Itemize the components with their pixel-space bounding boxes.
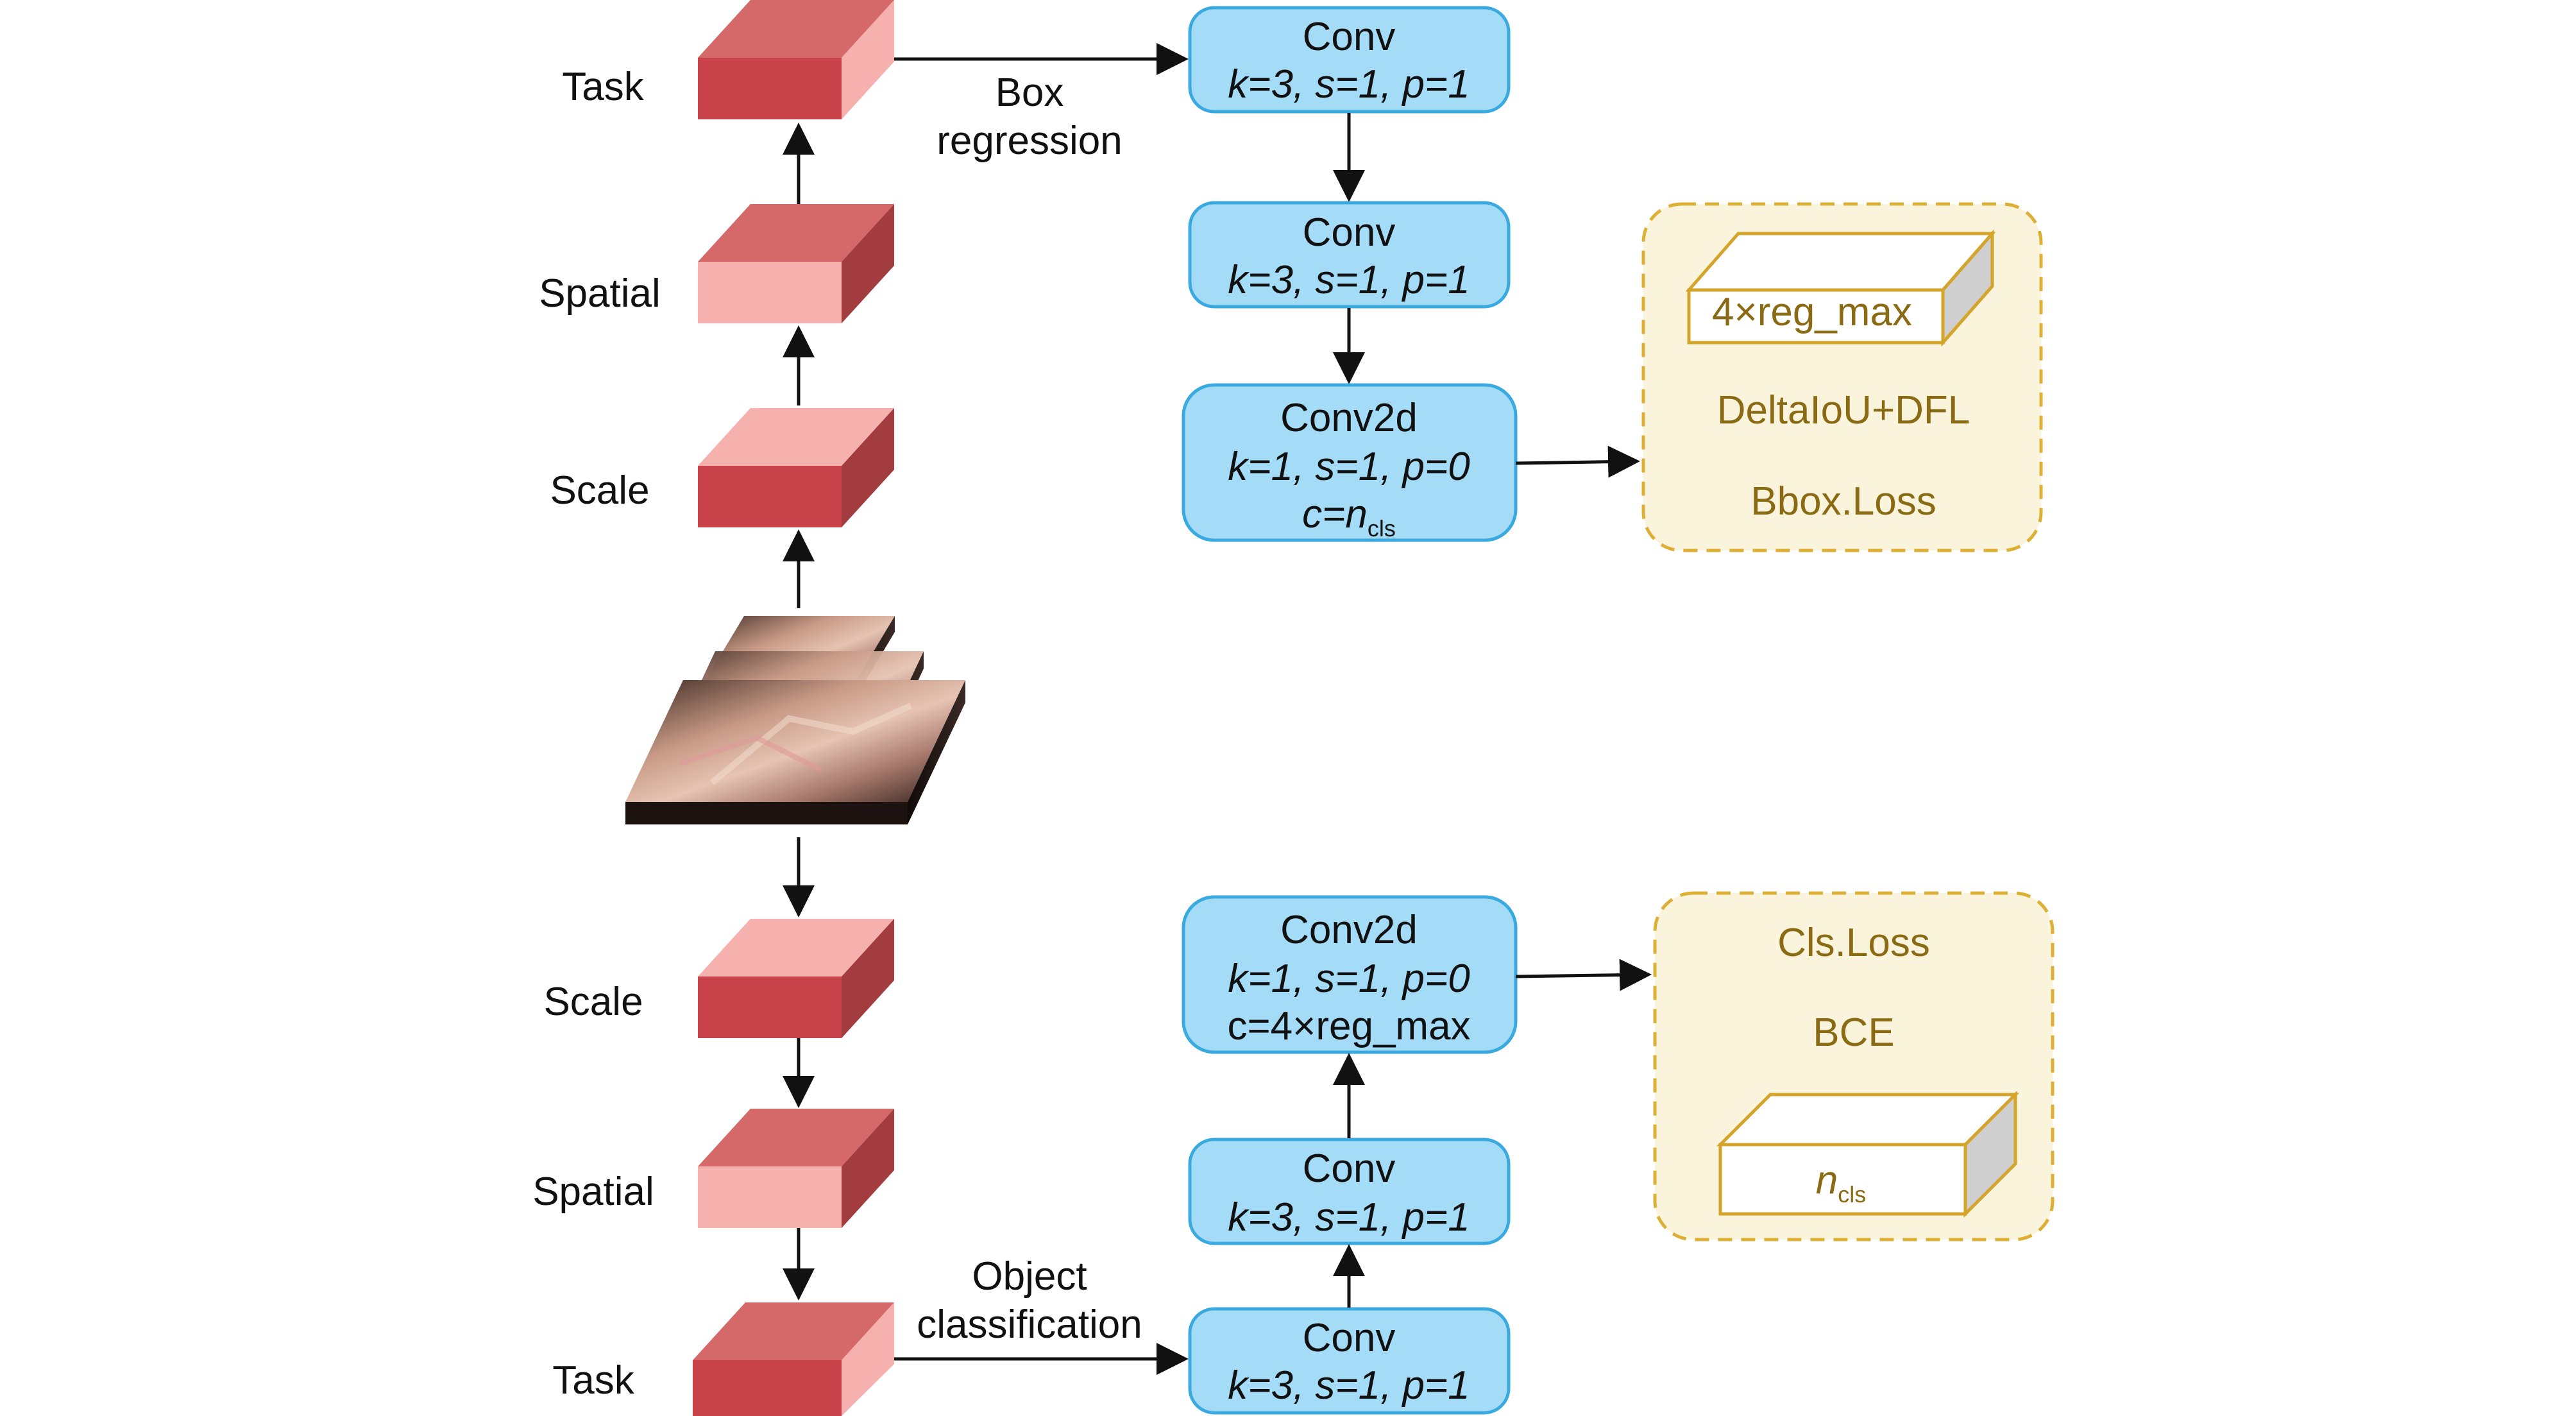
conv-top-2-title: Conv xyxy=(1303,210,1396,255)
cls-loss-title: Cls.Loss xyxy=(1777,921,1930,965)
cls-feature-3d-box xyxy=(1716,1090,2020,1218)
top-task-block xyxy=(698,0,894,119)
conv2d-top-3: Conv2d k=1, s=1, p=0 c=ncls xyxy=(1182,383,1518,542)
arrow-conv2d-to-cls-loss xyxy=(1515,959,1652,991)
feature-map-stack xyxy=(625,616,965,824)
top-scale-block-side xyxy=(842,408,894,527)
box-regression-label-line2: regression xyxy=(936,119,1122,163)
conv2d-top-3-extra: c=ncls xyxy=(1302,492,1396,542)
cls-loss-name: BCE xyxy=(1813,1011,1894,1055)
bottom-task-block-side xyxy=(842,1302,894,1416)
conv-top-1-title: Conv xyxy=(1303,15,1396,59)
bottom-spatial-block-side xyxy=(842,1109,894,1228)
bottom-spatial-block-top xyxy=(698,1109,894,1166)
top-scale-block xyxy=(698,408,894,527)
conv-bottom-2: Conv k=3, s=1, p=1 xyxy=(1188,1138,1511,1245)
conv-top-1: Conv k=3, s=1, p=1 xyxy=(1188,6,1511,114)
top-task-label: Task xyxy=(562,65,644,109)
conv-bottom-1-params: k=3, s=1, p=1 xyxy=(1228,1363,1470,1408)
top-spatial-block-top xyxy=(698,204,894,262)
conv2d-bottom-3-params: k=1, s=1, p=0 xyxy=(1228,957,1470,1001)
conv2d-top-3-params: k=1, s=1, p=0 xyxy=(1228,445,1470,489)
arrow-conv2d-to-bbox-loss xyxy=(1515,445,1640,478)
top-scale-block-top xyxy=(698,408,894,466)
bottom-task-block-top xyxy=(693,1302,894,1360)
bottom-scale-block-front xyxy=(698,977,842,1038)
object-classification-label-line1: Object xyxy=(972,1254,1087,1299)
top-scale-label: Scale xyxy=(550,468,649,513)
conv-top-2: Conv k=3, s=1, p=1 xyxy=(1188,201,1511,309)
bbox-loss-title: Bbox.Loss xyxy=(1750,479,1936,524)
top-spatial-block-side xyxy=(842,204,894,323)
top-spatial-block xyxy=(698,204,894,323)
top-spatial-label: Spatial xyxy=(539,271,661,316)
bottom-task-label: Task xyxy=(552,1358,634,1403)
conv-top-1-params: k=3, s=1, p=1 xyxy=(1228,62,1470,107)
top-task-block-front xyxy=(698,58,842,119)
conv-bottom-1-title: Conv xyxy=(1303,1316,1396,1360)
conv2d-bottom-3: Conv2d k=1, s=1, p=0 c=4×reg_max xyxy=(1182,895,1518,1054)
bottom-task-block xyxy=(693,1302,894,1416)
conv-bottom-2-params: k=3, s=1, p=1 xyxy=(1228,1195,1470,1240)
bottom-task-block-front xyxy=(693,1360,842,1416)
bbox-feature-label: 4×reg_max xyxy=(1712,290,1912,334)
conv-bottom-2-title: Conv xyxy=(1303,1147,1396,1191)
bbox-feature-3d-box xyxy=(1685,229,1996,347)
bottom-spatial-block xyxy=(698,1109,894,1228)
conv2d-top-3-title: Conv2d xyxy=(1280,396,1418,440)
cls-loss-box: Cls.Loss BCE ncls xyxy=(1653,891,2055,1241)
box-regression-label-line1: Box xyxy=(996,71,1064,115)
object-classification-label-line2: classification xyxy=(917,1302,1142,1347)
cls-feature-label: ncls xyxy=(1816,1158,1866,1207)
bottom-scale-block-top xyxy=(698,919,894,977)
bottom-scale-label: Scale xyxy=(543,980,643,1024)
top-spatial-block-front xyxy=(698,262,842,323)
bottom-spatial-label: Spatial xyxy=(532,1170,654,1214)
bottom-scale-block xyxy=(698,919,894,1038)
feature-map-1 xyxy=(625,680,965,824)
conv2d-bottom-3-extra: c=4×reg_max xyxy=(1227,1004,1470,1048)
bottom-spatial-block-front xyxy=(698,1166,842,1228)
top-scale-block-front xyxy=(698,466,842,527)
top-task-block-side xyxy=(842,0,894,119)
bottom-scale-block-side xyxy=(842,919,894,1038)
bbox-loss-box: 4×reg_max DeltaIoU+DFL Bbox.Loss xyxy=(1641,202,2043,552)
bbox-loss-name: DeltaIoU+DFL xyxy=(1717,388,1970,432)
top-task-block-top xyxy=(698,0,894,58)
conv-top-2-params: k=3, s=1, p=1 xyxy=(1228,258,1470,302)
conv-bottom-1: Conv k=3, s=1, p=1 xyxy=(1188,1307,1511,1415)
conv2d-bottom-3-title: Conv2d xyxy=(1280,908,1418,952)
